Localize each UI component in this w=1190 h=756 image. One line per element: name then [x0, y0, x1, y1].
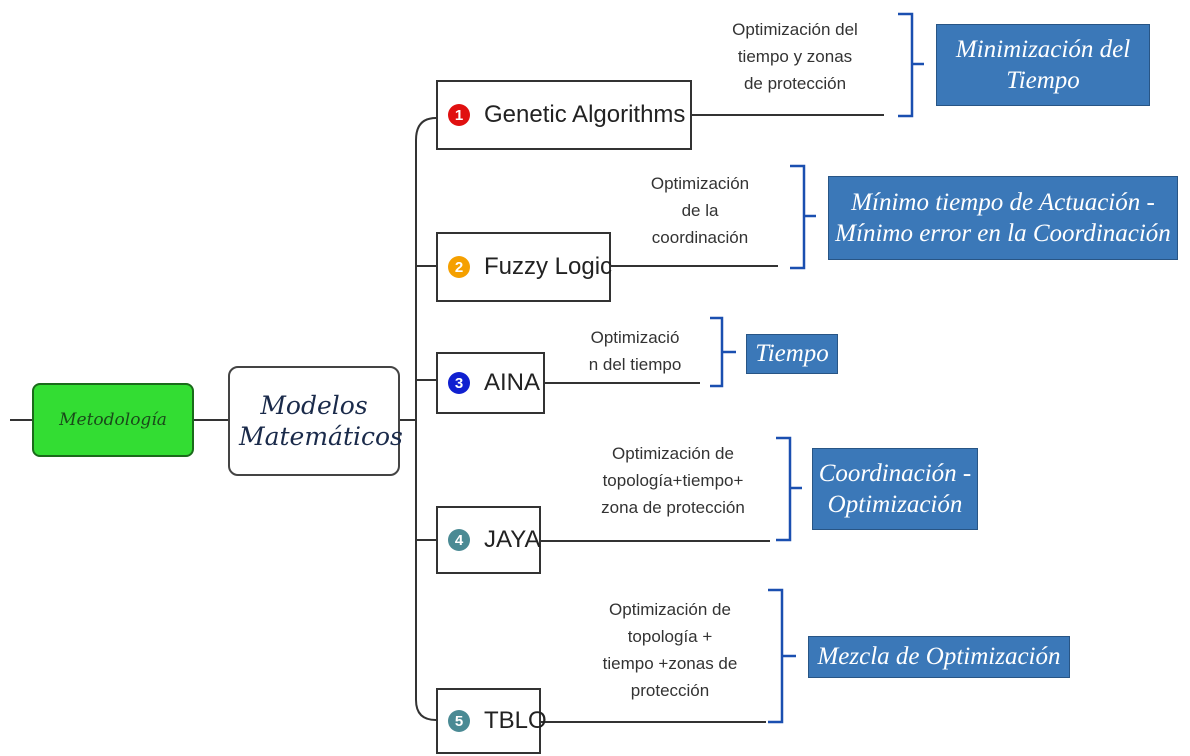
method-node-genetic-algorithms: 1 Genetic Algorithms [436, 80, 692, 150]
result-line: Mínimo tiempo de Actuación - [851, 188, 1155, 216]
number-badge-5: 5 [448, 710, 470, 732]
number-badge-1: 1 [448, 104, 470, 126]
result-tblo: Mezcla de Optimización [808, 636, 1070, 678]
note-fuzzy-logic: Optimización de la coordinación [620, 170, 780, 251]
note-tblo: Optimización de topología + tiempo +zona… [575, 596, 765, 704]
method-label: TBLO [484, 707, 547, 734]
number-badge-2: 2 [448, 256, 470, 278]
note-line: Optimización de [612, 444, 734, 463]
note-line: de la [681, 201, 719, 220]
result-genetic-algorithms: Minimización del Tiempo [936, 24, 1150, 106]
number-badge-3: 3 [448, 372, 470, 394]
note-jaya: Optimización de topología+tiempo+ zona d… [575, 440, 771, 521]
note-line: Optimizació [590, 328, 680, 347]
note-line: protección [630, 681, 710, 700]
center-label-line2: Matemáticos [239, 422, 403, 451]
result-fuzzy-logic: Mínimo tiempo de Actuación - Mínimo erro… [828, 176, 1178, 260]
note-line: Optimización del [732, 20, 858, 39]
method-label: Genetic Algorithms [484, 101, 686, 128]
note-line: de protección [743, 74, 847, 93]
note-line: coordinación [651, 228, 749, 247]
note-line: zona de protección [601, 498, 745, 517]
method-node-aina: 3 AINA [436, 352, 545, 414]
result-line: Mezcla de Optimización [817, 643, 1061, 671]
result-line: Minimización del [955, 35, 1131, 63]
center-label: Modelos Matemáticos [239, 390, 403, 453]
method-label: Fuzzy Logic [484, 253, 613, 280]
result-line: Coordinación - [818, 459, 972, 487]
note-line: topología+tiempo+ [602, 471, 744, 490]
note-aina: Optimizació n del tiempo [570, 324, 700, 378]
note-line: Optimización [650, 174, 750, 193]
note-genetic-algorithms: Optimización del tiempo y zonas de prote… [700, 16, 890, 97]
root-node: Metodología [32, 383, 194, 457]
result-line: Tiempo [755, 340, 829, 368]
note-line: Optimización de [609, 600, 731, 619]
method-node-jaya: 4 JAYA [436, 506, 541, 574]
center-node: Modelos Matemáticos [228, 366, 403, 476]
note-line: topología + [627, 627, 713, 646]
result-aina: Tiempo [746, 334, 838, 374]
note-line: tiempo +zonas de [602, 654, 738, 673]
method-label: JAYA [484, 526, 541, 553]
root-label: Metodología [59, 410, 167, 430]
center-label-line1: Modelos [260, 390, 368, 420]
note-line: n del tiempo [588, 355, 682, 374]
method-node-tblo: 5 TBLO [436, 688, 547, 754]
method-label: AINA [484, 369, 541, 396]
result-line: Optimización [827, 491, 963, 518]
method-node-fuzzy-logic: 2 Fuzzy Logic [436, 232, 613, 302]
result-line: Mínimo error en la Coordinación [835, 220, 1171, 247]
result-line: Tiempo [1006, 67, 1080, 94]
number-badge-4: 4 [448, 529, 470, 551]
result-jaya: Coordinación - Optimización [812, 448, 978, 530]
note-line: tiempo y zonas [737, 47, 853, 66]
